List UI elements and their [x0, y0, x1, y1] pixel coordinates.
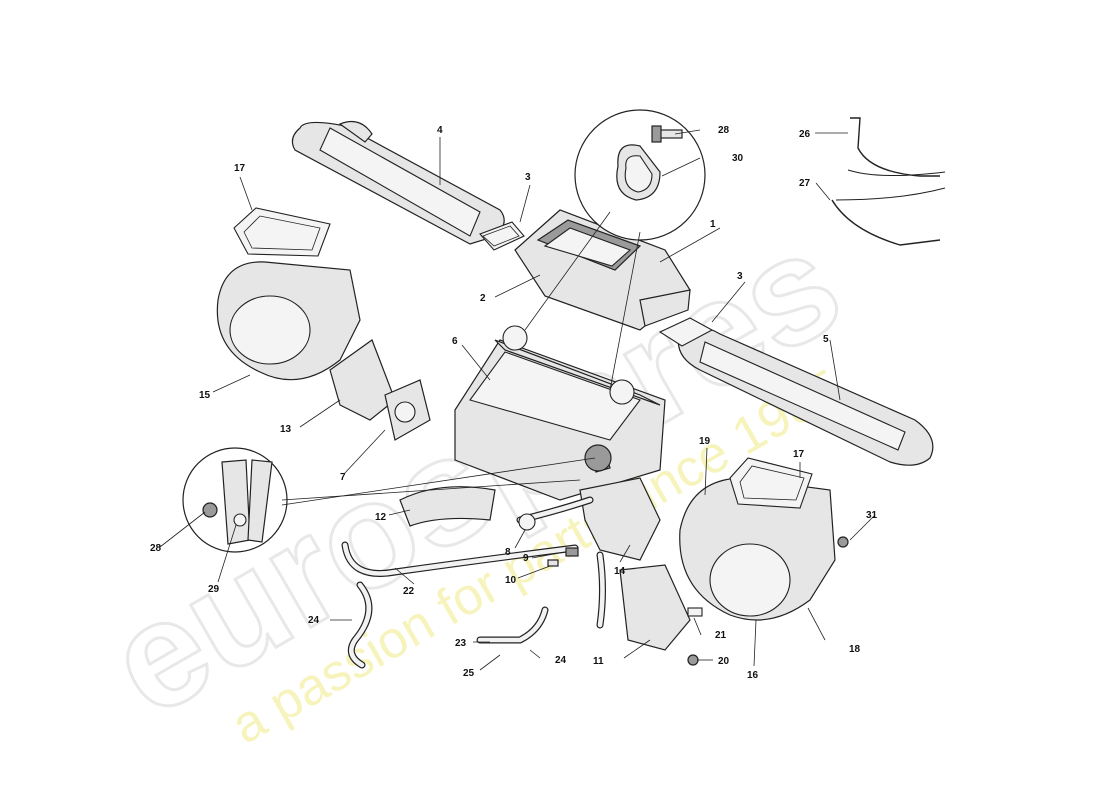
callout-16: 16: [747, 670, 759, 681]
callout-labels: 1 2 3 3 4 5 6 7 8 9 10 11 12 13 14 15 16…: [150, 125, 878, 681]
callout-12: 12: [375, 512, 387, 523]
duct-4: [291, 121, 505, 245]
pipe-26: [847, 117, 946, 177]
gasket-3-lower: [658, 317, 714, 347]
callout-24-left: 24: [308, 615, 320, 626]
callout-18: 18: [849, 644, 861, 655]
hose-24-left: [347, 581, 373, 669]
callout-29: 29: [208, 584, 220, 595]
callout-13: 13: [280, 424, 292, 435]
callout-5: 5: [823, 334, 829, 345]
blower-assembly-right: [679, 457, 836, 621]
callout-24-right: 24: [555, 655, 567, 666]
callout-1: 1: [710, 219, 716, 230]
callout-27: 27: [799, 178, 811, 189]
distribution-unit-1: [514, 209, 691, 331]
callout-8: 8: [505, 547, 511, 558]
hose-22: [341, 541, 579, 577]
hose-drain: [596, 551, 606, 629]
callout-25: 25: [463, 668, 475, 679]
callout-30: 30: [732, 153, 744, 164]
detail-markers: [502, 325, 635, 472]
callout-28-left: 28: [150, 543, 162, 554]
shield-11: [619, 564, 691, 651]
callout-20: 20: [718, 656, 730, 667]
callout-3-upper: 3: [525, 172, 531, 183]
hose-23: [476, 606, 549, 644]
callout-17-right: 17: [793, 449, 805, 460]
callout-9: 9: [523, 553, 529, 564]
callout-21: 21: [715, 630, 727, 641]
pipe-27: [831, 187, 946, 246]
connector-13: [329, 339, 431, 441]
callout-7: 7: [340, 472, 346, 483]
callout-17-left: 17: [234, 163, 246, 174]
callout-6: 6: [452, 336, 458, 347]
callout-3-lower: 3: [737, 271, 743, 282]
callout-31: 31: [866, 510, 878, 521]
detail-view-top: [574, 109, 706, 241]
callout-28-top: 28: [718, 125, 730, 136]
callout-14: 14: [614, 566, 626, 577]
callout-15: 15: [199, 390, 211, 401]
callout-2: 2: [480, 293, 486, 304]
callout-10: 10: [505, 575, 517, 586]
blower-assembly-left: [216, 207, 361, 381]
detail-view-left: [182, 447, 288, 553]
callout-19: 19: [699, 436, 711, 447]
callout-23: 23: [455, 638, 467, 649]
callout-26: 26: [799, 129, 811, 140]
callout-11: 11: [593, 656, 604, 667]
leader-lines: [159, 129, 876, 671]
callout-4: 4: [437, 125, 443, 136]
gasket-3-upper: [479, 221, 525, 251]
callout-22: 22: [403, 586, 415, 597]
